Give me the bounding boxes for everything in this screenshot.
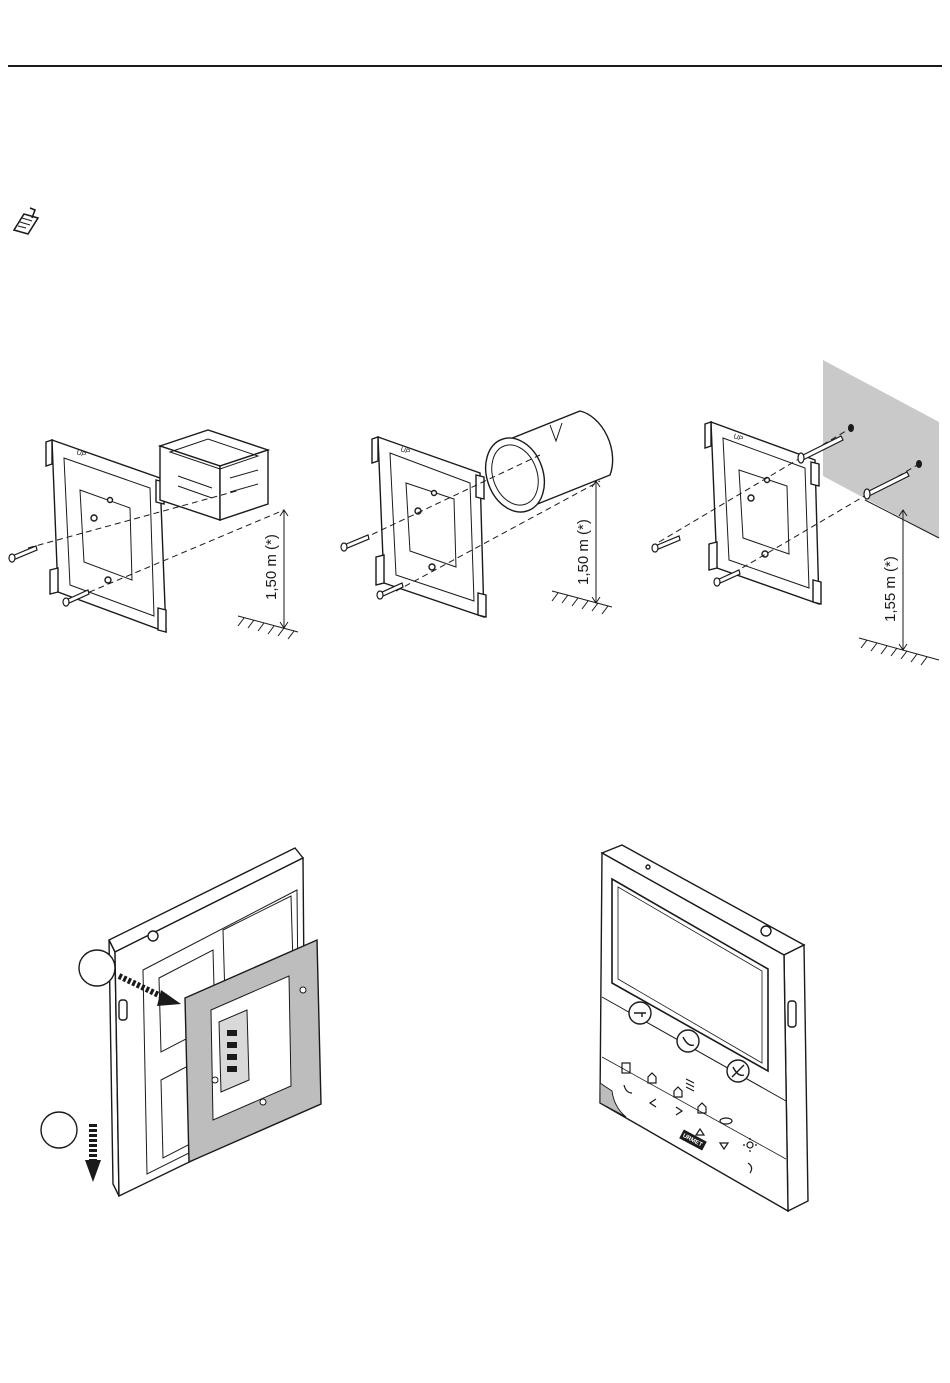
slide-down-arrow — [85, 1124, 101, 1182]
figure-monitor-front: URMET — [590, 845, 820, 1215]
ground-hatch-icon — [859, 638, 939, 665]
figure-box-rectangular: UP — [0, 420, 310, 650]
screw-icon — [714, 570, 740, 586]
call-icon[interactable] — [677, 1030, 699, 1052]
height-label: 1,50 m (*) — [575, 519, 592, 585]
figure-bracket-mount — [35, 840, 335, 1210]
figure-box-round: UP 1,50 — [330, 395, 630, 625]
note-icon — [8, 204, 44, 238]
step-1-marker — [79, 950, 115, 986]
figure-wall-direct: UP — [645, 360, 945, 685]
wall — [823, 360, 939, 538]
mute-icon[interactable] — [727, 1060, 749, 1082]
mounting-bracket — [705, 422, 821, 604]
screw-icon — [341, 535, 369, 551]
height-label: 1,50 m (*) — [263, 534, 280, 600]
ground-hatch-icon — [238, 616, 298, 639]
flush-box-round — [476, 411, 613, 520]
screw-icon — [9, 546, 37, 562]
height-label: 1,55 m (*) — [882, 556, 899, 622]
screw-icon — [652, 536, 680, 552]
step-2-marker — [41, 1112, 77, 1148]
ground-hatch-icon — [552, 591, 612, 614]
flush-box-rectangular — [160, 430, 268, 520]
key-icon[interactable] — [629, 1002, 651, 1024]
top-rule — [8, 65, 942, 67]
